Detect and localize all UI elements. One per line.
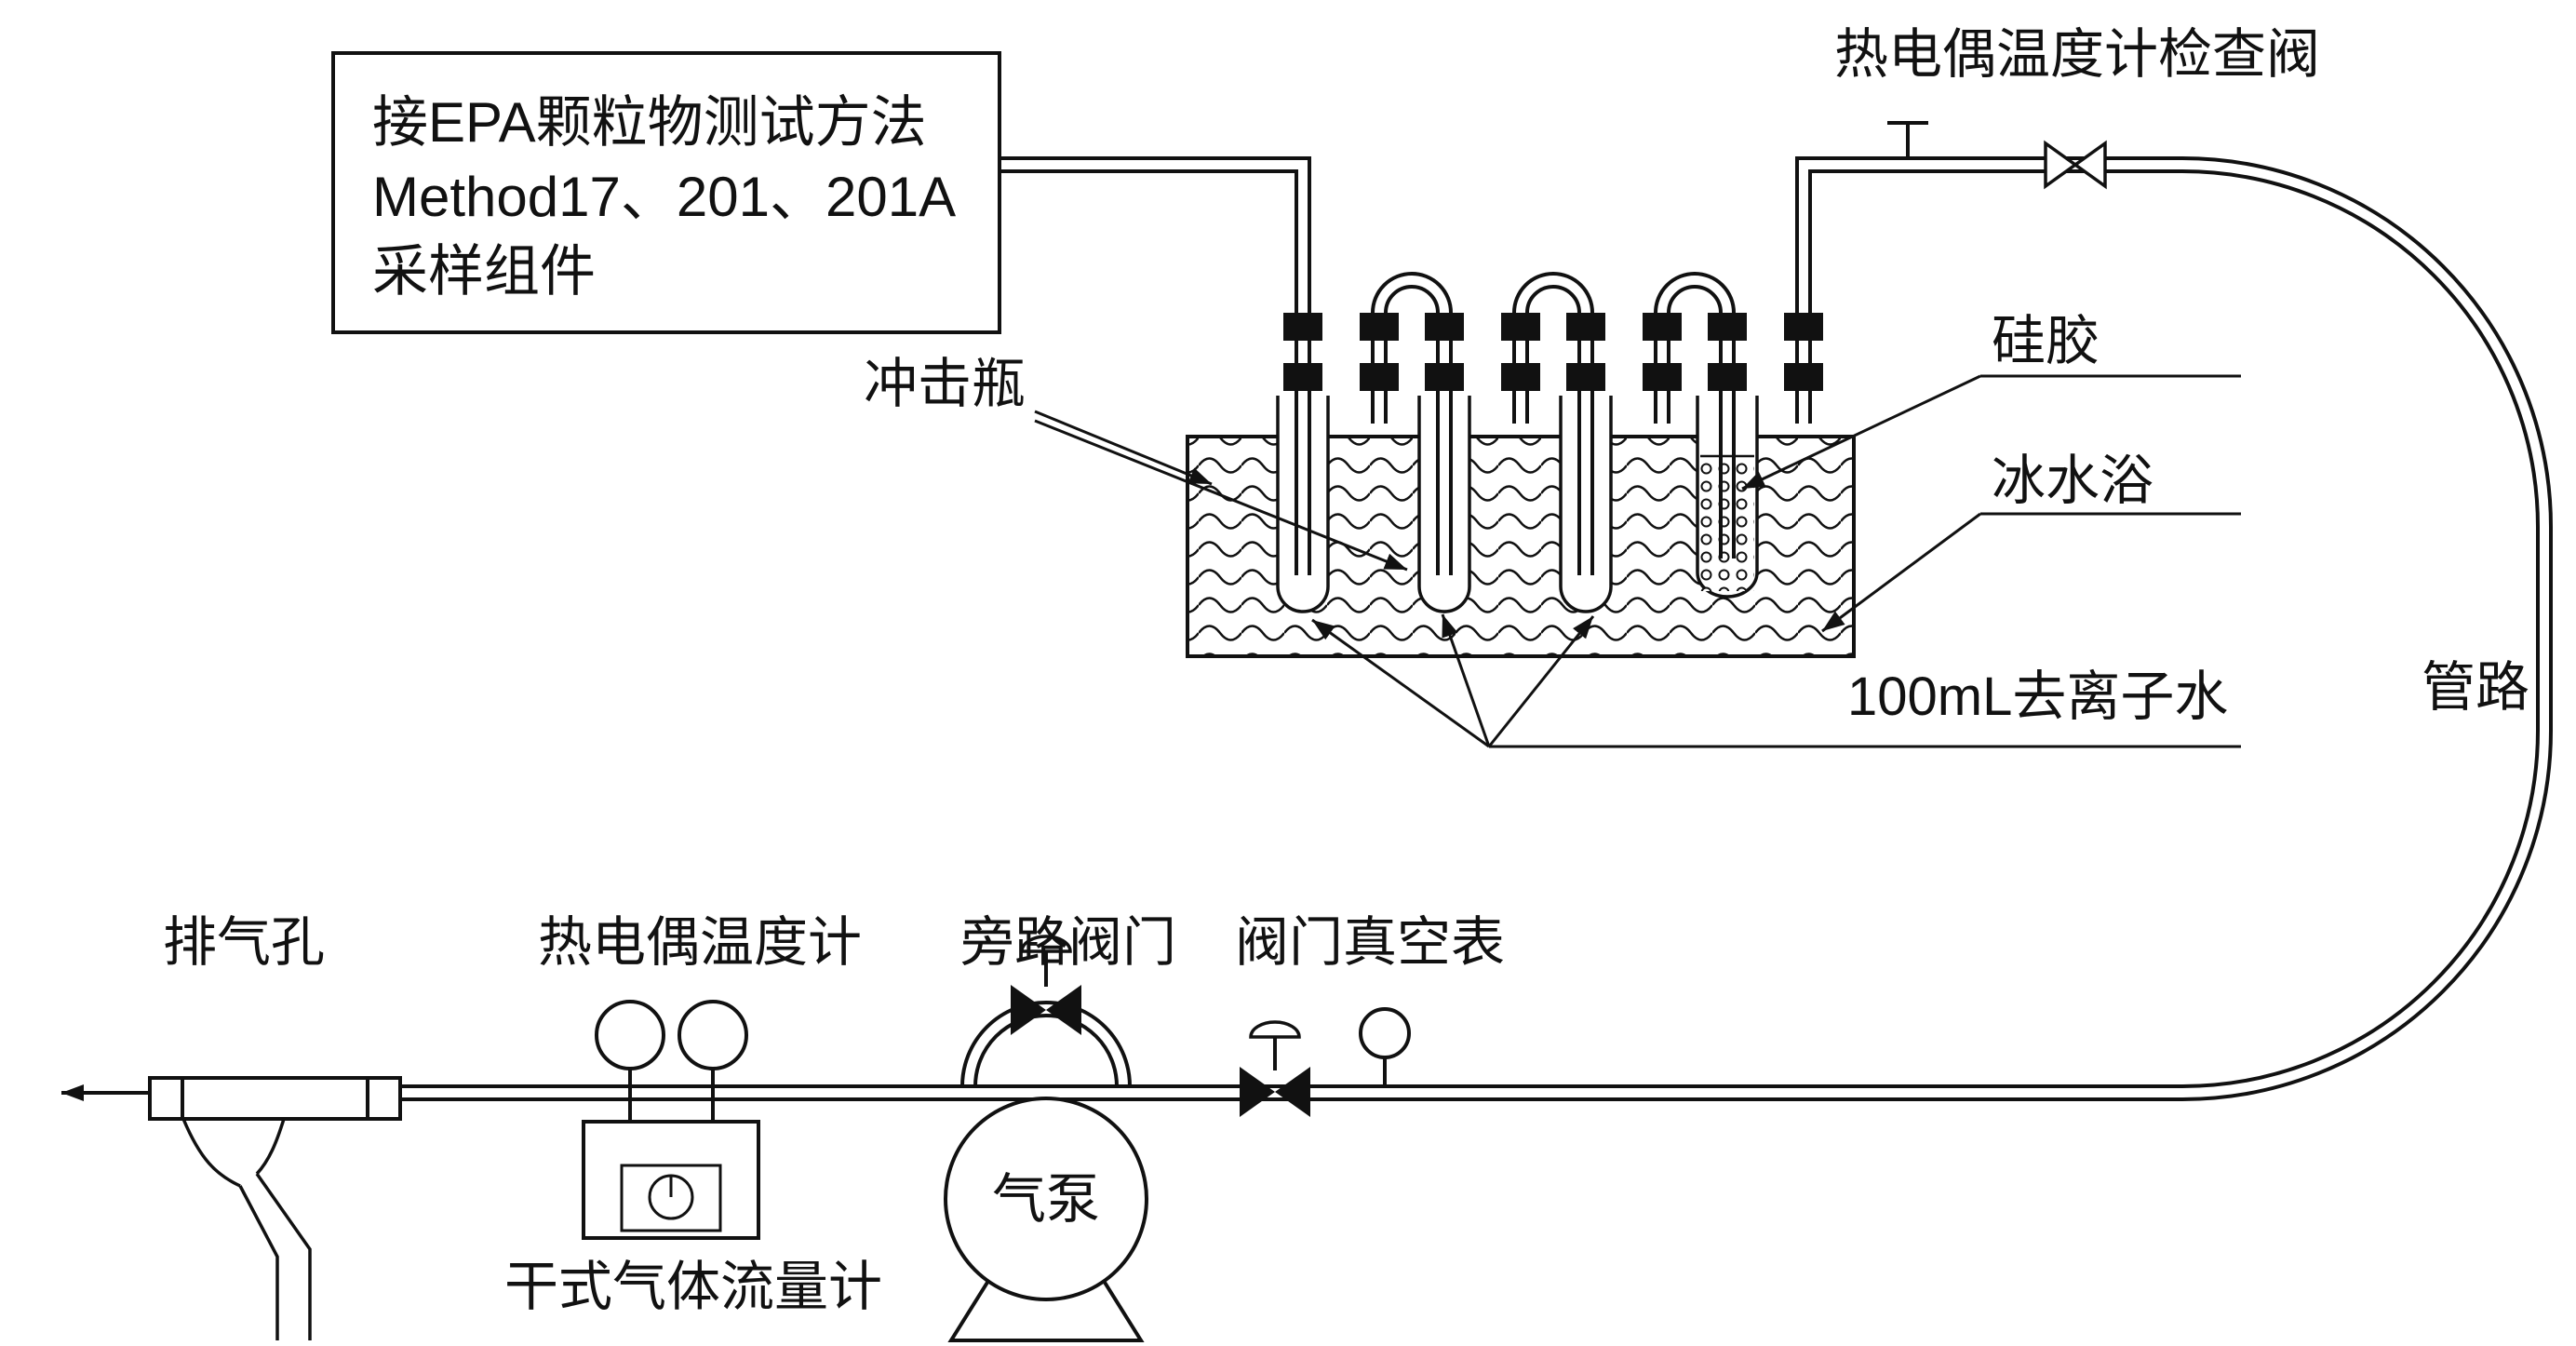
outlet-riser-outer xyxy=(1795,156,2182,313)
stopper-fittings xyxy=(1283,313,1823,391)
ice-bath-leader xyxy=(1821,512,1981,633)
thermocouple-label: 热电偶温度计 xyxy=(538,912,862,973)
dry-gas-meter-assembly xyxy=(582,1000,760,1240)
exhaust-assembly xyxy=(61,1076,402,1340)
water-leader-1 xyxy=(1311,618,1490,748)
silica-gel-fill xyxy=(1700,456,1754,591)
leader-lines xyxy=(1034,374,2241,748)
outlet-riser-inner xyxy=(1808,169,2182,313)
sampling-box-line-1: 接EPA颗粒物测试方法 xyxy=(372,91,927,154)
sampling-box-line-2: Method17、201、201A xyxy=(372,166,956,228)
silica-gel-leader xyxy=(1741,374,1981,491)
air-pump-label: 气泵 xyxy=(992,1169,1100,1230)
bypass-valve-label: 旁路阀门 xyxy=(960,912,1176,973)
u-bend-1-outer xyxy=(1371,272,1453,314)
u-bend-2-inner xyxy=(1525,285,1581,314)
deionized-water-label: 100mL去离子水 xyxy=(1847,666,2228,727)
dry-gas-meter-label: 干式气体流量计 xyxy=(504,1257,882,1317)
check-valve-label: 热电偶温度计检查阀 xyxy=(1834,24,2320,85)
air-pump-base xyxy=(947,1279,1145,1342)
vacuum-gauge-icon xyxy=(1359,1007,1411,1059)
thermometer-dial-1 xyxy=(595,1000,665,1070)
impinger-vessels xyxy=(1276,396,1759,613)
diagram-labels: 热电偶温度计检查阀 冲击瓶 硅胶 冰水浴 100mL去离子水 管路 排气孔 热电… xyxy=(163,24,2529,1317)
bypass-loop-inner xyxy=(973,1014,1119,1087)
impinger-1-vessel xyxy=(1276,396,1330,613)
meter-inner-panel xyxy=(620,1164,722,1232)
impinger-leader-2 xyxy=(1034,419,1408,572)
exhaust-muffler xyxy=(148,1076,402,1121)
ice-bath-label: 冰水浴 xyxy=(1992,451,2153,511)
main-valve-icon xyxy=(1240,1020,1310,1117)
pipeline-curve xyxy=(2181,156,2553,1101)
sampling-box-border xyxy=(331,51,1001,334)
air-pump-body xyxy=(944,1097,1148,1301)
silica-gel-label: 硅胶 xyxy=(1992,311,2100,371)
impinger-3-vessel xyxy=(1559,396,1613,613)
feed-tube-inner xyxy=(1000,169,1298,313)
check-valve-icon xyxy=(2044,140,2107,190)
valve-vacuum-gauge-assembly xyxy=(1240,1007,1411,1117)
air-pump-assembly: 气泵 xyxy=(944,935,1148,1342)
valve-vacuum-gauge-label: 阀门真空表 xyxy=(1235,912,1505,973)
impinger-bottle-label: 冲击瓶 xyxy=(864,354,1026,414)
exhaust-funnel xyxy=(181,1118,312,1340)
thermocouple-port-icon xyxy=(1887,121,1928,158)
u-bend-3-outer xyxy=(1654,272,1736,314)
feed-tube-outer xyxy=(1000,156,1311,313)
thermometer-dial-2 xyxy=(678,1000,748,1070)
sampling-assembly-box: 接EPA颗粒物测试方法 Method17、201、201A 采样组件 xyxy=(331,51,1001,334)
u-bend-1-inner xyxy=(1384,285,1440,314)
bypass-valve-icon xyxy=(1011,935,1081,1035)
water-leader-3 xyxy=(1487,615,1595,747)
impinger-2-vessel xyxy=(1417,396,1471,613)
top-line-fittings xyxy=(1887,121,2107,190)
bypass-loop-outer xyxy=(960,1001,1132,1087)
water-leader-2 xyxy=(1441,613,1491,747)
exhaust-port-label: 排气孔 xyxy=(163,912,325,973)
pipeline-label: 管路 xyxy=(2422,657,2529,718)
u-bend-3-inner xyxy=(1667,285,1723,314)
sampling-box-line-3: 采样组件 xyxy=(372,240,596,303)
u-bend-2-outer xyxy=(1512,272,1594,314)
impinger-leader-1 xyxy=(1034,410,1213,486)
